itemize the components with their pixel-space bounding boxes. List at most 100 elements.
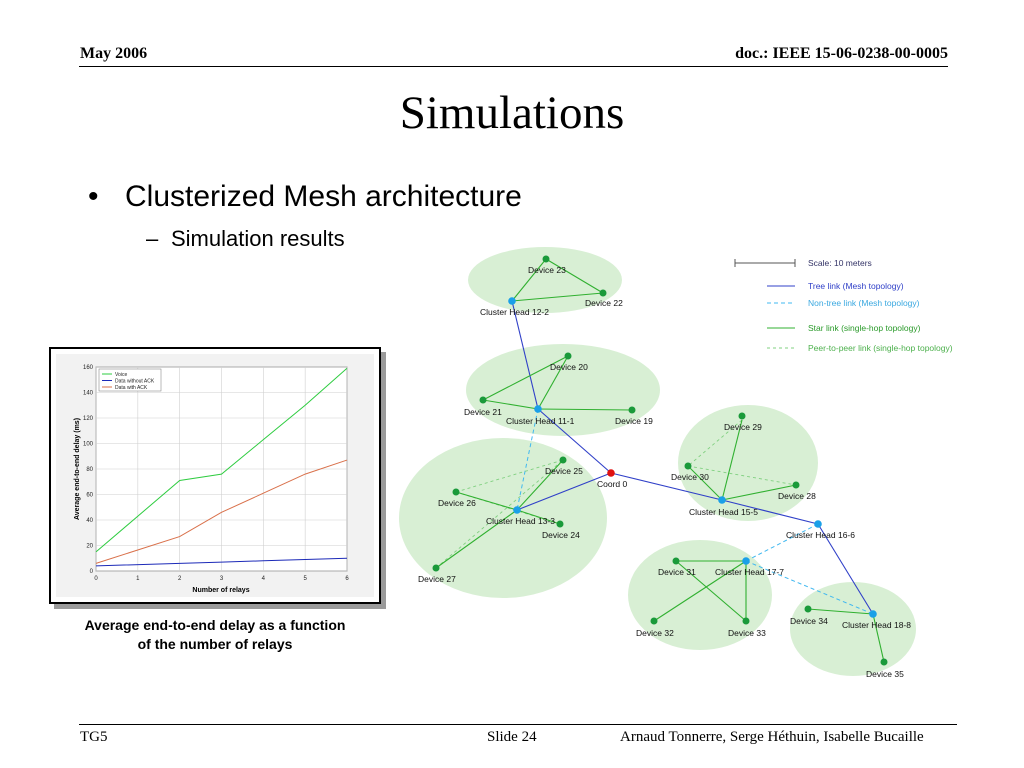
y-tick-label: 80 xyxy=(86,467,93,473)
tree-links xyxy=(511,300,874,615)
chart-series xyxy=(95,367,348,567)
cluster-area-11 xyxy=(466,344,660,436)
chart-caption: Average end-to-end delay as a function o… xyxy=(60,616,370,654)
legend-entry: Voice xyxy=(115,372,127,378)
legend-box xyxy=(98,368,162,392)
legend-entry: Data without ACK xyxy=(115,379,155,385)
device-21-node xyxy=(479,396,487,404)
cluster-head-13-3-node xyxy=(513,506,521,514)
cluster-head-18-8-node xyxy=(869,610,877,618)
network-topology-diagram: Device 23 Device 22 Cluster Head 12-2 De… xyxy=(399,247,953,679)
cluster-area-13 xyxy=(399,438,607,598)
legend-tree: Tree link (Mesh topology) xyxy=(808,281,904,291)
legend-nontree: Non-tree link (Mesh topology) xyxy=(808,298,920,308)
network-nodes xyxy=(432,255,888,666)
chart-ylabel: Average end-to-end delay (ms) xyxy=(74,418,81,520)
chart-grid xyxy=(95,366,348,572)
device-31-node xyxy=(672,557,680,565)
node-label: Device 35 xyxy=(866,669,904,679)
cluster-head-17-7-node xyxy=(742,557,750,565)
x-tick-label: 3 xyxy=(220,576,224,582)
y-tick-label: 20 xyxy=(86,544,93,550)
y-tick-label: 100 xyxy=(83,442,94,448)
non-tree-links xyxy=(516,408,874,615)
footer-slide-number: Slide 24 xyxy=(487,729,537,745)
star-links xyxy=(435,258,885,663)
node-label: Cluster Head 16-6 xyxy=(786,530,855,540)
x-tick-label: 0 xyxy=(94,576,98,582)
device-25-node xyxy=(559,456,567,464)
device-27-node xyxy=(432,564,440,572)
header-date: May 2006 xyxy=(80,45,148,62)
node-label: Device 25 xyxy=(545,466,583,476)
x-tick-label: 5 xyxy=(303,576,307,582)
series-line-0 xyxy=(95,367,348,553)
device-19-node xyxy=(628,406,636,414)
device-32-node xyxy=(650,617,658,625)
node-label: Device 24 xyxy=(542,530,580,540)
node-label: Device 19 xyxy=(615,416,653,426)
node-label: Cluster Head 15-5 xyxy=(689,507,758,517)
node-label: Device 30 xyxy=(671,472,709,482)
node-label: Coord 0 xyxy=(597,479,628,489)
node-label: Cluster Head 18-8 xyxy=(842,620,911,630)
sub-bullet-marker: – xyxy=(146,226,159,251)
x-tick-label: 1 xyxy=(136,576,140,582)
legend-p2p: Peer-to-peer link (single-hop topology) xyxy=(808,343,953,353)
device-28-node xyxy=(792,481,800,489)
device-34-node xyxy=(804,605,812,613)
y-tick-label: 160 xyxy=(83,365,94,371)
legend-entry: Data with ACK xyxy=(115,385,148,391)
device-26-node xyxy=(452,488,460,496)
bullet-marker: • xyxy=(88,180,99,213)
node-label: Device 31 xyxy=(658,567,696,577)
footer-tg: TG5 xyxy=(80,729,108,745)
caption-line-2: of the number of relays xyxy=(137,636,293,652)
device-35-node xyxy=(880,658,888,666)
x-tick-label: 4 xyxy=(262,576,266,582)
device-20-node xyxy=(564,352,572,360)
device-24-node xyxy=(556,520,564,528)
device-29-node xyxy=(738,412,746,420)
y-tick-label: 60 xyxy=(86,493,93,499)
coordinator-node xyxy=(607,469,615,477)
legend-scale: Scale: 10 meters xyxy=(808,258,872,268)
cluster-head-16-6-node xyxy=(814,520,822,528)
y-tick-label: 40 xyxy=(86,518,93,524)
y-tick-label: 140 xyxy=(83,391,94,397)
cluster-head-11-1-node xyxy=(534,405,542,413)
device-33-node xyxy=(742,617,750,625)
caption-line-1: Average end-to-end delay as a function xyxy=(84,617,346,633)
node-label: Device 21 xyxy=(464,407,502,417)
node-label: Cluster Head 12-2 xyxy=(480,307,549,317)
slide-title: Simulations xyxy=(399,87,625,139)
node-label: Device 33 xyxy=(728,628,766,638)
y-tick-label: 120 xyxy=(83,416,94,422)
header-rule xyxy=(79,66,948,67)
series-line-2 xyxy=(95,459,348,564)
cluster-head-15-5-node xyxy=(718,496,726,504)
cluster-area-18 xyxy=(790,582,916,676)
cluster-head-12-2-node xyxy=(508,297,516,305)
x-tick-label: 6 xyxy=(345,576,349,582)
node-label: Device 34 xyxy=(790,616,828,626)
bullet-text: Clusterized Mesh architecture xyxy=(125,180,522,213)
header-doc-id: doc.: IEEE 15-06-0238-00-0005 xyxy=(735,45,948,62)
node-label: Device 26 xyxy=(438,498,476,508)
node-label: Device 28 xyxy=(778,491,816,501)
node-label: Cluster Head 17-7 xyxy=(715,567,784,577)
node-label: Cluster Head 11-1 xyxy=(506,416,575,426)
node-label: Device 29 xyxy=(724,422,762,432)
device-23-node xyxy=(542,255,550,263)
network-node-labels: Device 23 Device 22 Cluster Head 12-2 De… xyxy=(418,265,911,679)
network-legend: Scale: 10 meters Tree link (Mesh topolog… xyxy=(734,258,953,353)
device-30-node xyxy=(684,462,692,470)
cluster-area-12 xyxy=(468,247,622,313)
footer-authors: Arnaud Tonnerre, Serge Héthuin, Isabelle… xyxy=(620,729,924,745)
chart-xlabel: Number of relays xyxy=(192,587,249,594)
series-line-1 xyxy=(95,557,348,567)
